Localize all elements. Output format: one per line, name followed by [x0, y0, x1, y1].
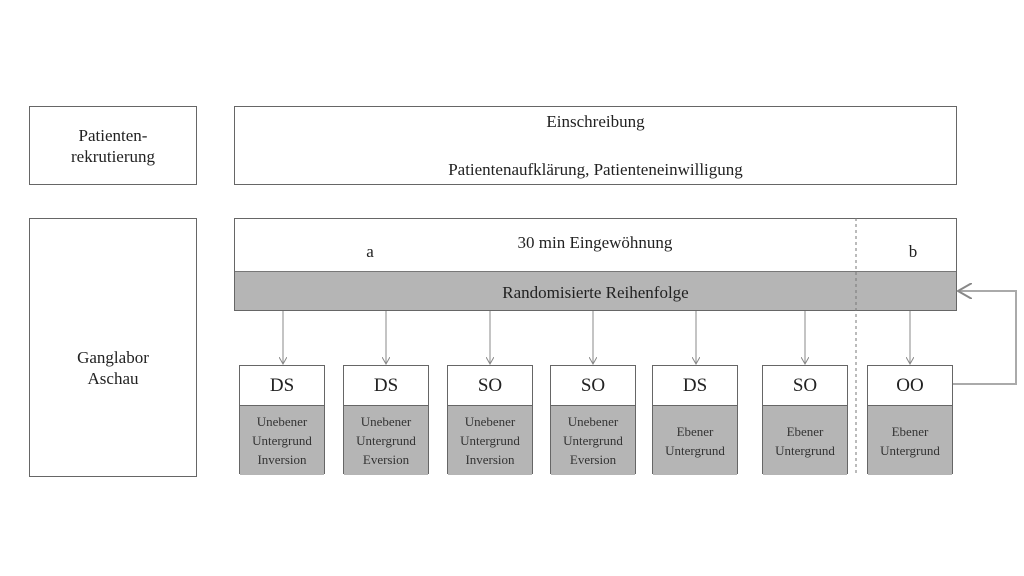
lab-label: Ganglabor Aschau	[77, 348, 149, 388]
randomized-band: Randomisierte Reihenfolge	[235, 271, 956, 310]
randomized-label: Randomisierte Reihenfolge	[502, 283, 689, 302]
acclimatization-label: 30 min Eingewöhnung	[517, 233, 673, 252]
recruitment-box: Patienten- rekrutierung	[29, 106, 197, 185]
condition-description: Unebener Untergrund Inversion	[240, 406, 324, 475]
enrollment-detail: Patientenaufklärung, Patienteneinwilligu…	[448, 160, 743, 179]
protocol-box: a 30 min Eingewöhnung b Randomisierte Re…	[234, 218, 957, 311]
loop-back-arrow	[953, 291, 1017, 385]
enrollment-title: Einschreibung	[546, 112, 645, 131]
condition-code: DS	[653, 366, 737, 406]
condition-description: Unebener Untergrund Inversion	[448, 406, 532, 475]
condition-description: Ebener Untergrund	[763, 406, 847, 475]
condition-code: DS	[240, 366, 324, 406]
condition-description: Ebener Untergrund	[868, 406, 952, 475]
condition-description: Unebener Untergrund Eversion	[344, 406, 428, 475]
condition-code: DS	[344, 366, 428, 406]
lab-box: Ganglabor Aschau	[29, 218, 197, 477]
condition-description: Ebener Untergrund	[653, 406, 737, 475]
condition-code: SO	[763, 366, 847, 406]
condition-code: SO	[448, 366, 532, 406]
phase-b-label: b	[908, 242, 918, 261]
condition-description: Unebener Untergrund Eversion	[551, 406, 635, 475]
recruitment-label: Patienten- rekrutierung	[70, 126, 156, 166]
condition-code: SO	[551, 366, 635, 406]
condition-code: OO	[868, 366, 952, 406]
enrollment-box: Einschreibung Patientenaufklärung, Patie…	[234, 106, 957, 185]
phase-a-label: a	[366, 242, 374, 261]
